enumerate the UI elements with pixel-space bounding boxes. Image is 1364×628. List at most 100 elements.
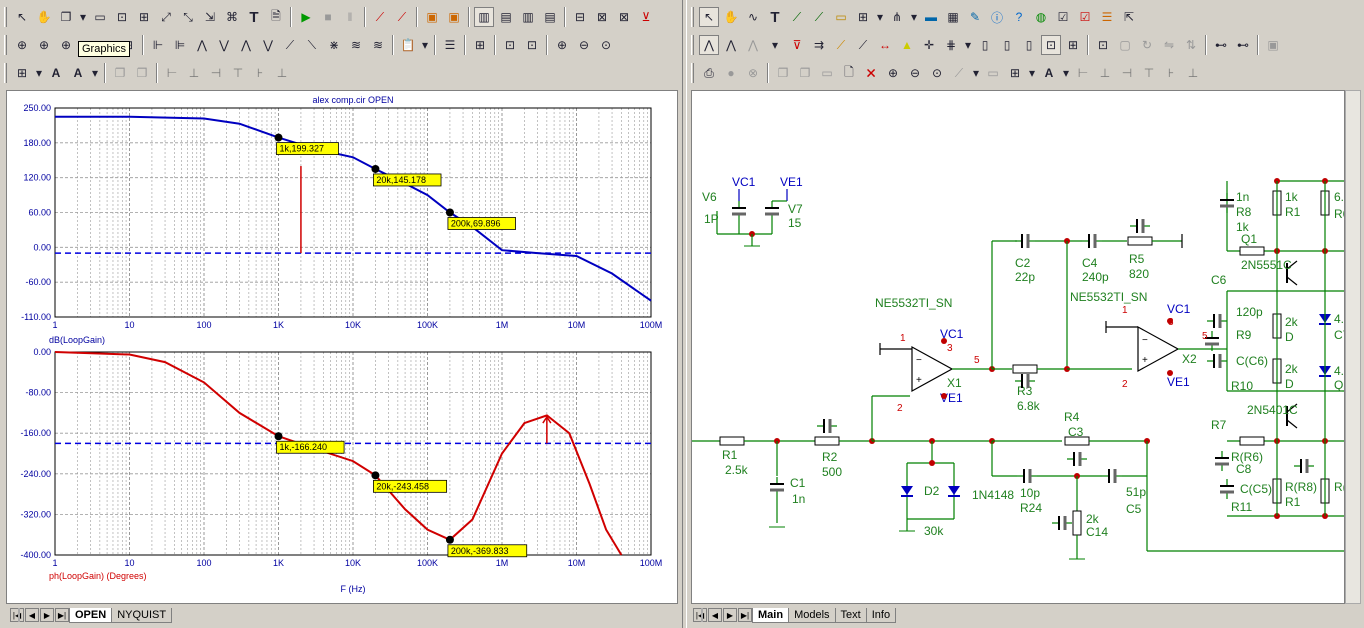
nav-prev-icon[interactable]: ◀: [25, 608, 39, 622]
list-icon[interactable]: ☰: [444, 38, 456, 52]
tool8-icon[interactable]: ⟍: [307, 37, 317, 52]
select-icon[interactable]: ↖: [699, 7, 719, 27]
flip-icon[interactable]: ⇋: [1163, 38, 1175, 52]
hsplit-icon[interactable]: ⊟: [574, 10, 586, 24]
binoc-icon[interactable]: ⊷: [1215, 38, 1227, 52]
scale-icon[interactable]: ⊞: [138, 10, 150, 24]
delete-icon[interactable]: 🗙: [866, 64, 876, 79]
analysis6-icon[interactable]: ⇉: [813, 38, 825, 52]
net-icon[interactable]: ⋔: [891, 10, 903, 24]
clipboard-icon[interactable]: 📋: [400, 38, 416, 52]
page2-icon[interactable]: ▯: [1003, 38, 1011, 52]
snav-first-icon[interactable]: |◀: [693, 608, 707, 622]
schematic-vscroll[interactable]: [1345, 90, 1361, 604]
page4-icon[interactable]: ⊡: [1041, 35, 1061, 55]
paste3-icon[interactable]: ❐: [799, 66, 811, 80]
align-mid-icon[interactable]: ⊦: [256, 66, 264, 80]
warning-icon[interactable]: ▲: [901, 38, 913, 52]
page-icon[interactable]: ▯: [981, 38, 989, 52]
plot-icon[interactable]: ⊠: [596, 10, 608, 24]
list2-icon[interactable]: ☰: [1101, 10, 1113, 24]
hand-icon[interactable]: ✋: [36, 10, 52, 24]
wand-icon[interactable]: ⟋: [954, 65, 964, 80]
alignr2-icon[interactable]: ⊣: [1121, 66, 1133, 80]
graph-hscroll[interactable]: [18, 608, 20, 622]
tab-info[interactable]: Info: [865, 607, 897, 623]
formula-icon[interactable]: ⌘: [226, 10, 238, 24]
zoom-fit-icon[interactable]: ⊙: [600, 38, 612, 52]
tool9-icon[interactable]: ⋇: [328, 38, 340, 52]
zoom-out2-icon[interactable]: ⊖: [909, 66, 921, 80]
clip3-icon[interactable]: ▭: [821, 66, 833, 80]
new-icon[interactable]: 🗋: [844, 64, 854, 79]
dropdown6-icon[interactable]: ▾: [910, 10, 918, 24]
fit2-icon[interactable]: ⊡: [526, 38, 538, 52]
page3-icon[interactable]: ▯: [1025, 38, 1033, 52]
zoom-window-icon[interactable]: ⊡: [116, 10, 128, 24]
binoc2-icon[interactable]: ⊷: [1237, 38, 1249, 52]
tab-nyquist[interactable]: NYQUIST: [111, 607, 173, 623]
tool7-icon[interactable]: ⟋: [285, 37, 295, 52]
check2-icon[interactable]: ☑: [1079, 10, 1091, 24]
bus-icon[interactable]: ▭: [835, 10, 847, 24]
pointer-icon[interactable]: ↖: [16, 10, 28, 24]
alignt2-icon[interactable]: ⊤: [1143, 66, 1155, 80]
dropdown8-icon[interactable]: ▾: [972, 66, 980, 80]
grid3-icon[interactable]: ⊞: [1009, 66, 1021, 80]
pan-icon[interactable]: ✋: [723, 10, 739, 24]
picture-icon[interactable]: ▬: [925, 10, 937, 24]
tool5-icon[interactable]: ⋀: [241, 38, 251, 52]
edit-icon[interactable]: ✎: [969, 10, 981, 24]
layout1-icon[interactable]: ▥: [474, 7, 494, 27]
copy2-icon[interactable]: ❐: [114, 66, 126, 80]
align-center-icon[interactable]: ⊥: [188, 66, 200, 80]
tool3-icon[interactable]: ⋀: [197, 38, 207, 52]
scale-x-icon[interactable]: ⤢: [161, 9, 171, 24]
snav-last-icon[interactable]: ▶|: [738, 608, 752, 622]
zoom2-icon[interactable]: ⊕: [38, 38, 50, 52]
analysis5-icon[interactable]: ⊽: [792, 38, 802, 52]
align-right-icon[interactable]: ⊣: [210, 66, 222, 80]
fit-icon[interactable]: ⊡: [504, 38, 516, 52]
dropdown7-icon[interactable]: ▾: [964, 38, 972, 52]
font-icon[interactable]: A: [51, 66, 61, 80]
tab-main[interactable]: Main: [752, 607, 790, 623]
layout2-icon[interactable]: ▤: [500, 10, 512, 24]
schem-hscroll[interactable]: [701, 608, 703, 622]
nav-next-icon[interactable]: ▶: [40, 608, 54, 622]
flip2-icon[interactable]: ⇅: [1185, 38, 1197, 52]
font2-icon[interactable]: A: [1044, 66, 1054, 80]
alignb2-icon[interactable]: ⊥: [1187, 66, 1199, 80]
box-icon[interactable]: ▢: [1119, 38, 1131, 52]
dropdown9-icon[interactable]: ▾: [1028, 66, 1036, 80]
help-icon[interactable]: ?: [1015, 10, 1023, 24]
print-icon[interactable]: ⎙: [704, 65, 714, 80]
stop-icon[interactable]: ■: [324, 10, 332, 24]
x-icon[interactable]: ⊗: [747, 66, 759, 80]
probe2-icon[interactable]: ⟋: [814, 9, 824, 24]
tab-open[interactable]: OPEN: [69, 607, 113, 623]
align-left-icon[interactable]: ⊢: [166, 66, 178, 80]
analysis4-icon[interactable]: ▾: [771, 38, 779, 52]
globe-icon[interactable]: ◍: [1035, 10, 1047, 24]
paste2-icon[interactable]: ❐: [136, 66, 148, 80]
alignm2-icon[interactable]: ⊦: [1167, 66, 1175, 80]
layout4-icon[interactable]: ▤: [544, 10, 556, 24]
frame-icon[interactable]: ▣: [426, 10, 438, 24]
counter-icon[interactable]: ⊞: [474, 38, 486, 52]
dropdown10-icon[interactable]: ▾: [1062, 66, 1070, 80]
analysis2-icon[interactable]: ⋀: [726, 38, 736, 52]
dropdown-icon[interactable]: ▾: [79, 10, 87, 24]
properties-icon[interactable]: 🗎: [271, 8, 281, 23]
nav-first-icon[interactable]: |◀: [10, 608, 24, 622]
plot2-icon[interactable]: ⊠: [618, 10, 630, 24]
comp-icon[interactable]: ⊞: [857, 10, 869, 24]
tool1-icon[interactable]: ⊩: [152, 38, 164, 52]
analysis10-icon[interactable]: ✛: [923, 38, 935, 52]
alignc2-icon[interactable]: ⊥: [1099, 66, 1111, 80]
dropdown5-icon[interactable]: ▾: [876, 10, 884, 24]
wire-icon[interactable]: ∿: [747, 10, 759, 24]
tab-text[interactable]: Text: [834, 607, 867, 623]
export-icon[interactable]: ⊻: [641, 10, 651, 24]
